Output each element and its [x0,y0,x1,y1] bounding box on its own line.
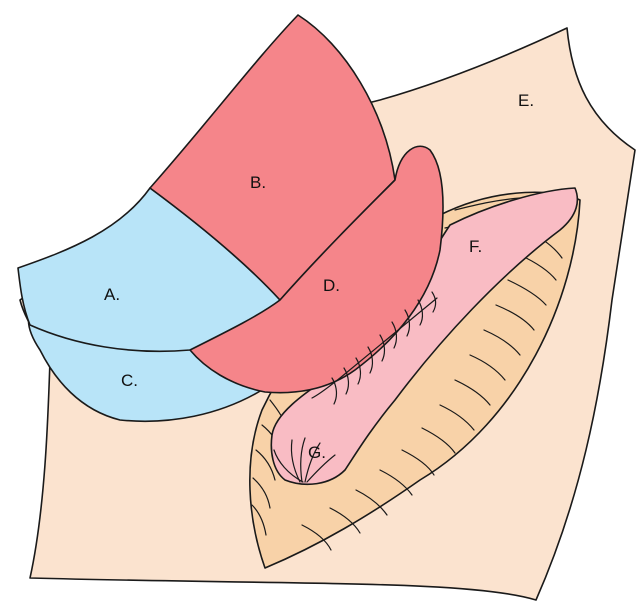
label-b: B. [250,173,266,192]
label-c: C. [121,371,138,390]
label-f: F. [469,237,482,256]
label-d: D. [323,276,340,295]
label-g: G. [308,443,326,462]
label-a: A. [104,285,120,304]
label-e: E. [518,91,534,110]
